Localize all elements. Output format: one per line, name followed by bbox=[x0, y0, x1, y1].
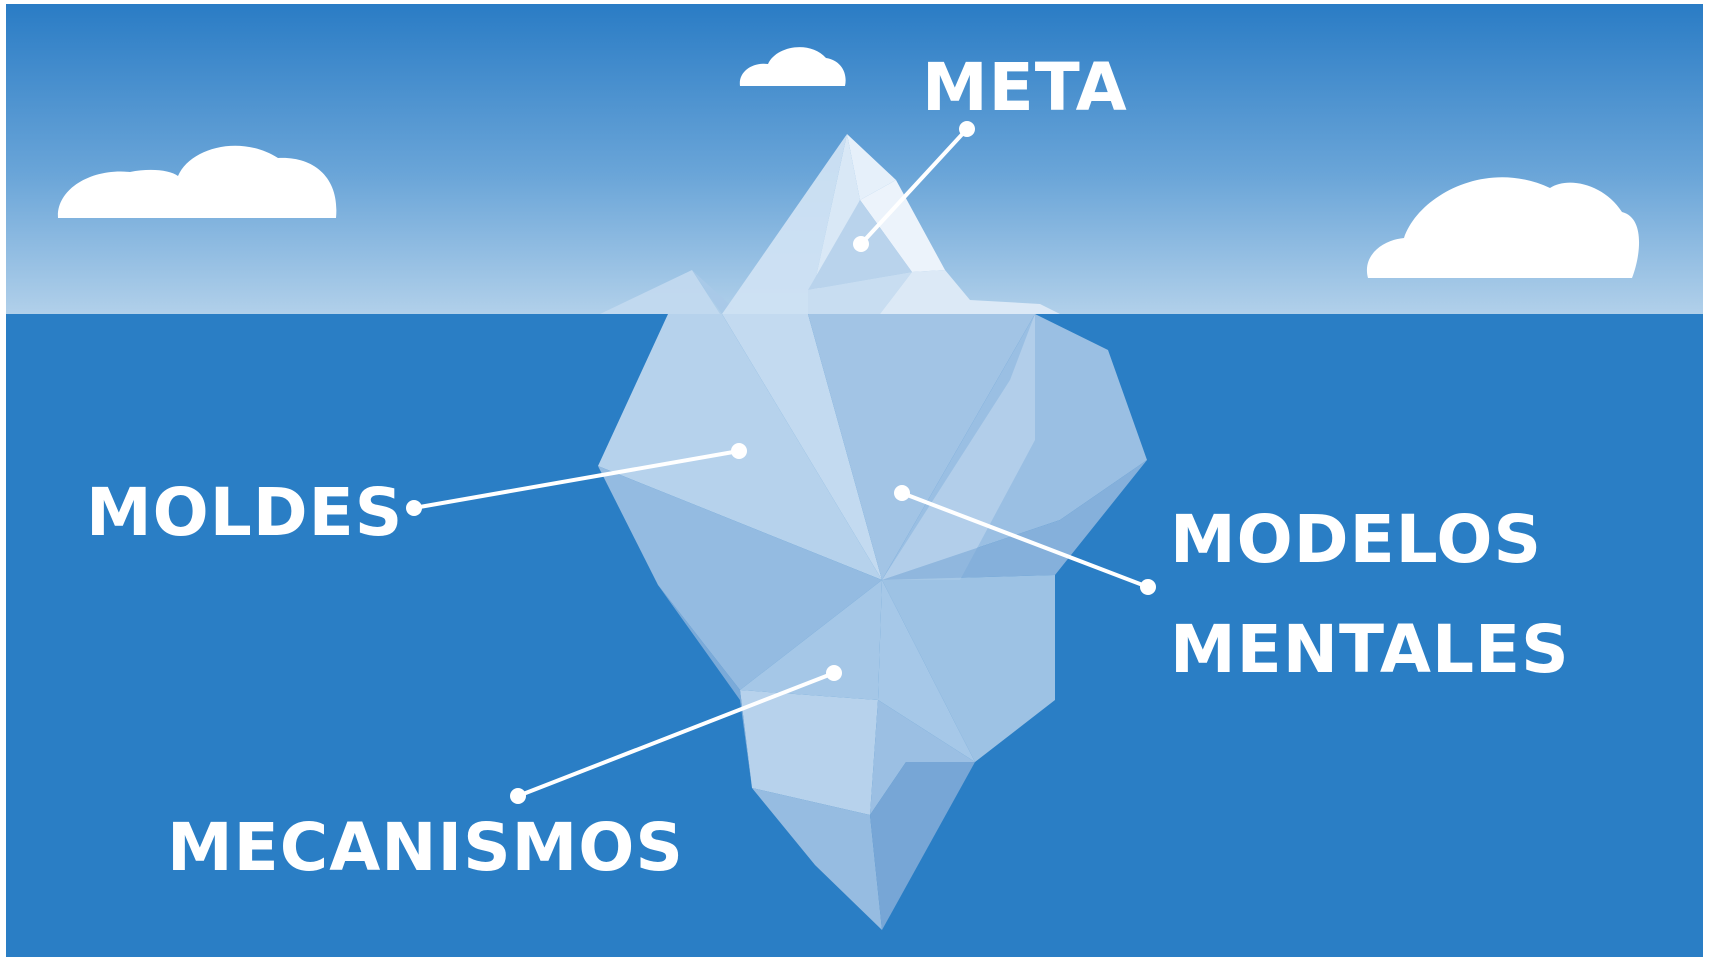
connector-dots bbox=[406, 121, 1156, 804]
label-mecanismos: MECANISMOS bbox=[167, 809, 684, 886]
cloud-icon bbox=[57, 145, 337, 218]
meta-dot-icon bbox=[959, 121, 975, 137]
label-moldes: MOLDES bbox=[86, 474, 403, 551]
cloud-icon bbox=[1366, 177, 1640, 278]
modelos-point-dot-icon bbox=[894, 485, 910, 501]
cloud-icon bbox=[739, 47, 846, 86]
mecanismos-connector bbox=[516, 671, 836, 798]
label-meta: META bbox=[922, 49, 1128, 126]
mecanismos-point-dot-icon bbox=[826, 665, 842, 681]
modelos-connector bbox=[900, 491, 1150, 589]
moldes-dot-icon bbox=[406, 500, 422, 516]
modelos-dot-icon bbox=[1140, 579, 1156, 595]
leader-lines bbox=[412, 127, 1150, 798]
label-modelos: MODELOS bbox=[1170, 501, 1542, 578]
meta-point-dot-icon bbox=[853, 236, 869, 252]
iceberg-body bbox=[598, 314, 1147, 930]
label-mentales: MENTALES bbox=[1170, 611, 1570, 688]
mecanismos-dot-icon bbox=[510, 788, 526, 804]
meta-connector bbox=[859, 127, 969, 246]
moldes-connector bbox=[412, 449, 741, 510]
moldes-point-dot-icon bbox=[731, 443, 747, 459]
